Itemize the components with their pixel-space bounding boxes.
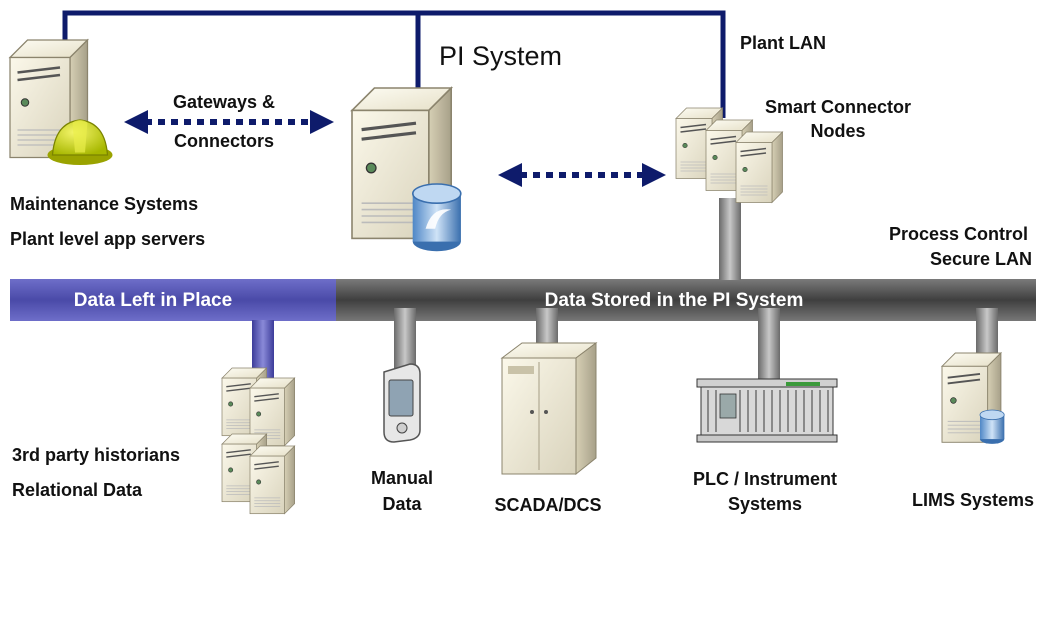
bar-data-left-in-place [10, 279, 338, 321]
bar-data-stored-in-pi [336, 279, 1036, 321]
smart-connector-label-line1: Smart Connector [765, 97, 911, 117]
bar-left-label: Data Left in Place [74, 290, 232, 311]
handheld-device-icon [383, 363, 421, 443]
smart-connector-label-line2: Nodes [810, 121, 865, 141]
plant-lan-label: Plant LAN [740, 33, 826, 53]
lims-label: LIMS Systems [912, 490, 1034, 510]
scada-label: SCADA/DCS [494, 495, 601, 515]
historians-label: 3rd party historians [12, 445, 180, 465]
plc-label-line2: Systems [728, 494, 802, 514]
process-control-label-line2: Secure LAN [930, 249, 1032, 269]
manual-label-line1: Manual [371, 468, 433, 488]
cabinet-server-icon [500, 342, 598, 476]
pi-server-icon [350, 86, 462, 252]
app-servers-label: Plant level app servers [10, 229, 205, 249]
process-control-label-line1: Process Control [889, 224, 1028, 244]
relational-data-label: Relational Data [12, 480, 143, 500]
server-with-hardhat-icon [8, 38, 113, 165]
server-with-database-icon [941, 352, 1005, 445]
plc-rack-icon [696, 378, 838, 443]
gateways-label-line2: Connectors [174, 131, 274, 151]
page-title: PI System [439, 41, 562, 71]
server-cluster-icon [675, 107, 784, 204]
bar-right-label: Data Stored in the PI System [545, 290, 804, 311]
connection-pipes [252, 198, 998, 383]
plc-label-line1: PLC / Instrument [693, 469, 837, 489]
gateways-label-line1: Gateways & [173, 92, 275, 112]
connector-arrow [498, 163, 666, 187]
secure-lan-bus [10, 279, 1036, 321]
maintenance-label: Maintenance Systems [10, 194, 198, 214]
manual-label-line2: Data [382, 494, 422, 514]
server-stack-icon [221, 367, 296, 515]
plant-lan-network [62, 10, 726, 118]
gateway-arrow [124, 110, 334, 134]
